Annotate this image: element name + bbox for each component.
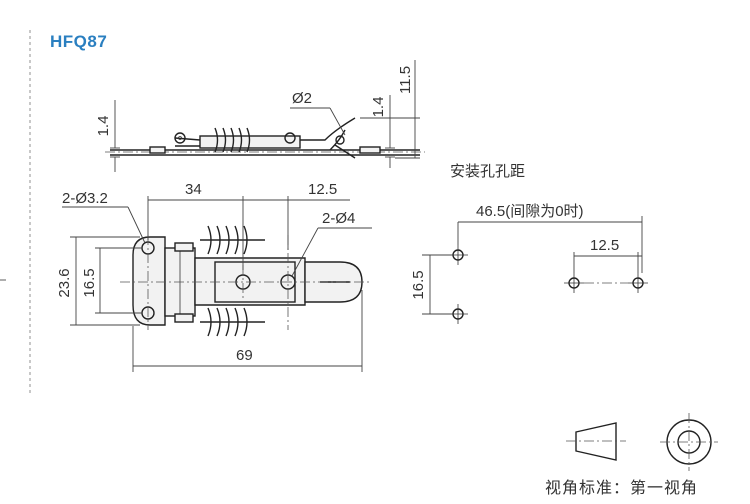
dim-gap-46-5: 46.5(间隙为0时) <box>476 203 584 220</box>
dim-hole-12-5: 12.5 <box>590 237 619 254</box>
dim-hole-small: 2-Ø3.2 <box>62 190 108 207</box>
front-view <box>120 225 370 337</box>
side-view-dimensions: 1.4 Ø2 1.4 11.5 <box>95 60 420 172</box>
hole-spacing-title: 安装孔孔距 <box>450 162 526 180</box>
dim-pitch-34: 34 <box>185 181 202 198</box>
mounting-hole-layout: 46.5(间隙为0时) 12.5 16.5 <box>410 203 648 324</box>
concentric-circles-icon <box>660 413 718 471</box>
dim-top-thickness-left: 1.4 <box>95 116 112 137</box>
dim-pin-diameter: Ø2 <box>292 90 312 107</box>
hole-mid-right <box>628 273 648 293</box>
dim-top-thickness-right: 1.4 <box>370 97 387 118</box>
front-view-dimensions: 34 12.5 2-Ø3.2 2-Ø4 23.6 16.5 69 <box>56 181 372 372</box>
dim-hole-large: 2-Ø4 <box>322 210 355 227</box>
first-angle-projection-symbol <box>566 413 718 471</box>
dim-height-23-6: 23.6 <box>56 268 73 297</box>
dim-hole-16-5: 16.5 <box>410 270 427 299</box>
hole-mid-left <box>564 273 584 293</box>
dim-length-69: 69 <box>236 347 253 364</box>
side-view <box>105 117 425 159</box>
truncated-cone-icon <box>575 422 617 461</box>
dim-pitch-12-5-top: 12.5 <box>308 181 337 198</box>
page-title: HFQ87 <box>50 32 108 51</box>
dim-height-16-5-front: 16.5 <box>81 268 98 297</box>
dim-overall-height: 11.5 <box>397 66 414 94</box>
projection-label: 视角标准：第一视角 <box>545 478 699 497</box>
